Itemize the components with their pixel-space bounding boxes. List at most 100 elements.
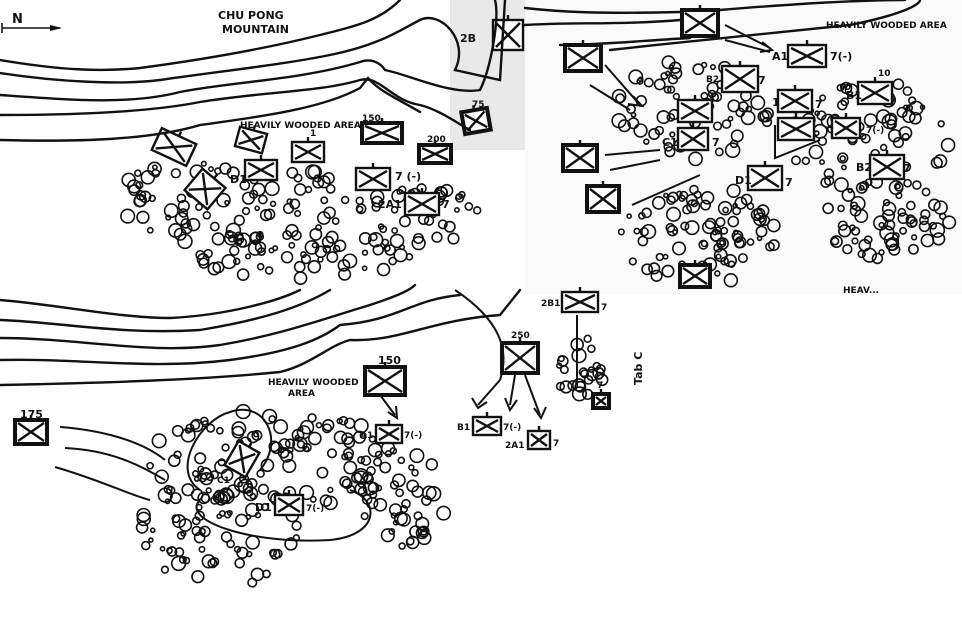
foliage-mark [338,267,352,281]
foliage-mark [388,527,396,535]
foliage-mark [233,214,245,226]
foliage-mark [160,565,170,574]
foliage-mark [232,257,241,266]
foliage-mark [727,99,741,113]
foliage-mark [863,235,873,245]
foliage-mark [220,531,233,543]
unit-2a1-strength: 7 [553,439,559,449]
foliage-mark [373,497,388,512]
foliage-mark [571,386,587,402]
foliage-mark [245,502,260,518]
foliage-mark [203,248,213,259]
foliage-mark [761,107,775,120]
unit-d1-strength: 7 [785,176,793,189]
foliage-mark [252,239,259,246]
foliage-mark [286,446,294,454]
foliage-mark [636,77,644,85]
foliage-mark [755,225,768,238]
panel-bottom: HEAVILY WOODED AREA 150 175 A1 7(-) D1 7… [0,283,645,542]
foliage-mark [819,159,826,166]
foliage-mark [761,116,773,128]
foliage-mark [341,432,354,446]
foliage-mark [340,195,350,205]
foliage-mark [921,187,931,197]
foliage-mark [272,548,283,559]
foliage-mark [415,526,429,540]
foliage-mark [286,166,299,179]
unit-symbol [403,188,441,217]
foliage-mark [249,231,262,245]
foliage-mark [878,221,885,229]
foliage-mark [177,199,190,213]
foliage-mark [256,262,265,271]
foliage-mark [665,222,676,233]
foliage-mark [191,570,205,584]
foliage-mark [671,241,687,256]
unit-symbol [360,118,404,145]
foliage-mark [942,215,957,230]
unit-symbol [233,125,269,155]
unit-symbol [786,40,828,69]
foliage-mark [173,450,182,459]
foliage-mark [666,195,676,206]
foliage-mark [360,455,372,466]
foliage-mark [309,227,323,241]
foliage-mark [146,226,154,234]
unit-c1-label: C1 [662,136,678,149]
unit-b2-right-strength: 7 [903,162,911,175]
foliage-mark [207,261,222,276]
foliage-mark [206,423,216,433]
foliage-mark [159,545,166,552]
foliage-mark [316,466,329,479]
foliage-mark [886,119,897,130]
foliage-mark [205,472,215,482]
foliage-mark [709,229,723,243]
foliage-mark [300,253,312,265]
unit-d1-label: D1 [255,501,272,514]
foliage-mark [326,448,338,459]
foliage-mark [740,193,753,206]
foliage-mark [766,218,781,233]
foliage-mark [633,123,648,138]
foliage-mark [421,495,432,506]
foliage-mark [557,355,565,363]
foliage-mark [902,109,916,124]
foliage-mark [854,209,869,224]
foliage-mark [884,219,896,231]
foliage-mark [202,210,212,220]
foliage-mark [243,486,259,502]
foliage-mark [666,113,676,122]
foliage-mark [245,550,253,558]
unit-c1-label: C1 [217,476,230,486]
foliage-mark [332,244,341,253]
foliage-mark [233,476,250,493]
foliage-mark [178,208,189,218]
foliage-mark [723,273,739,288]
foliage-mark [840,164,847,171]
foliage-mark [381,238,390,247]
panel-top-left: N CHU PONG MOUNTAIN HEAVILY WOODED AREA … [0,0,507,211]
foliage-mark [284,537,298,551]
unit-75-label: 75 [472,100,485,110]
foliage-mark [734,196,748,210]
foliage-mark [628,69,644,85]
foliage-mark [740,110,756,126]
foliage-mark [343,417,356,430]
unit-1-label: 1 [772,96,780,109]
unit-symbol [150,126,198,168]
foliage-mark [218,487,234,502]
foliage-mark [176,531,186,540]
foliage-mark [902,104,910,111]
foliage-mark [319,494,333,508]
foliage-mark [193,531,206,544]
unit-d1-strength: 7(-) [306,504,324,514]
foliage-mark [679,190,689,200]
foliage-mark [194,452,207,465]
foliage-mark [372,457,383,467]
foliage-mark [715,253,722,260]
foliage-mark [875,109,891,124]
foliage-mark [269,200,277,208]
foliage-mark [464,202,474,211]
unit-symbol [500,338,540,375]
